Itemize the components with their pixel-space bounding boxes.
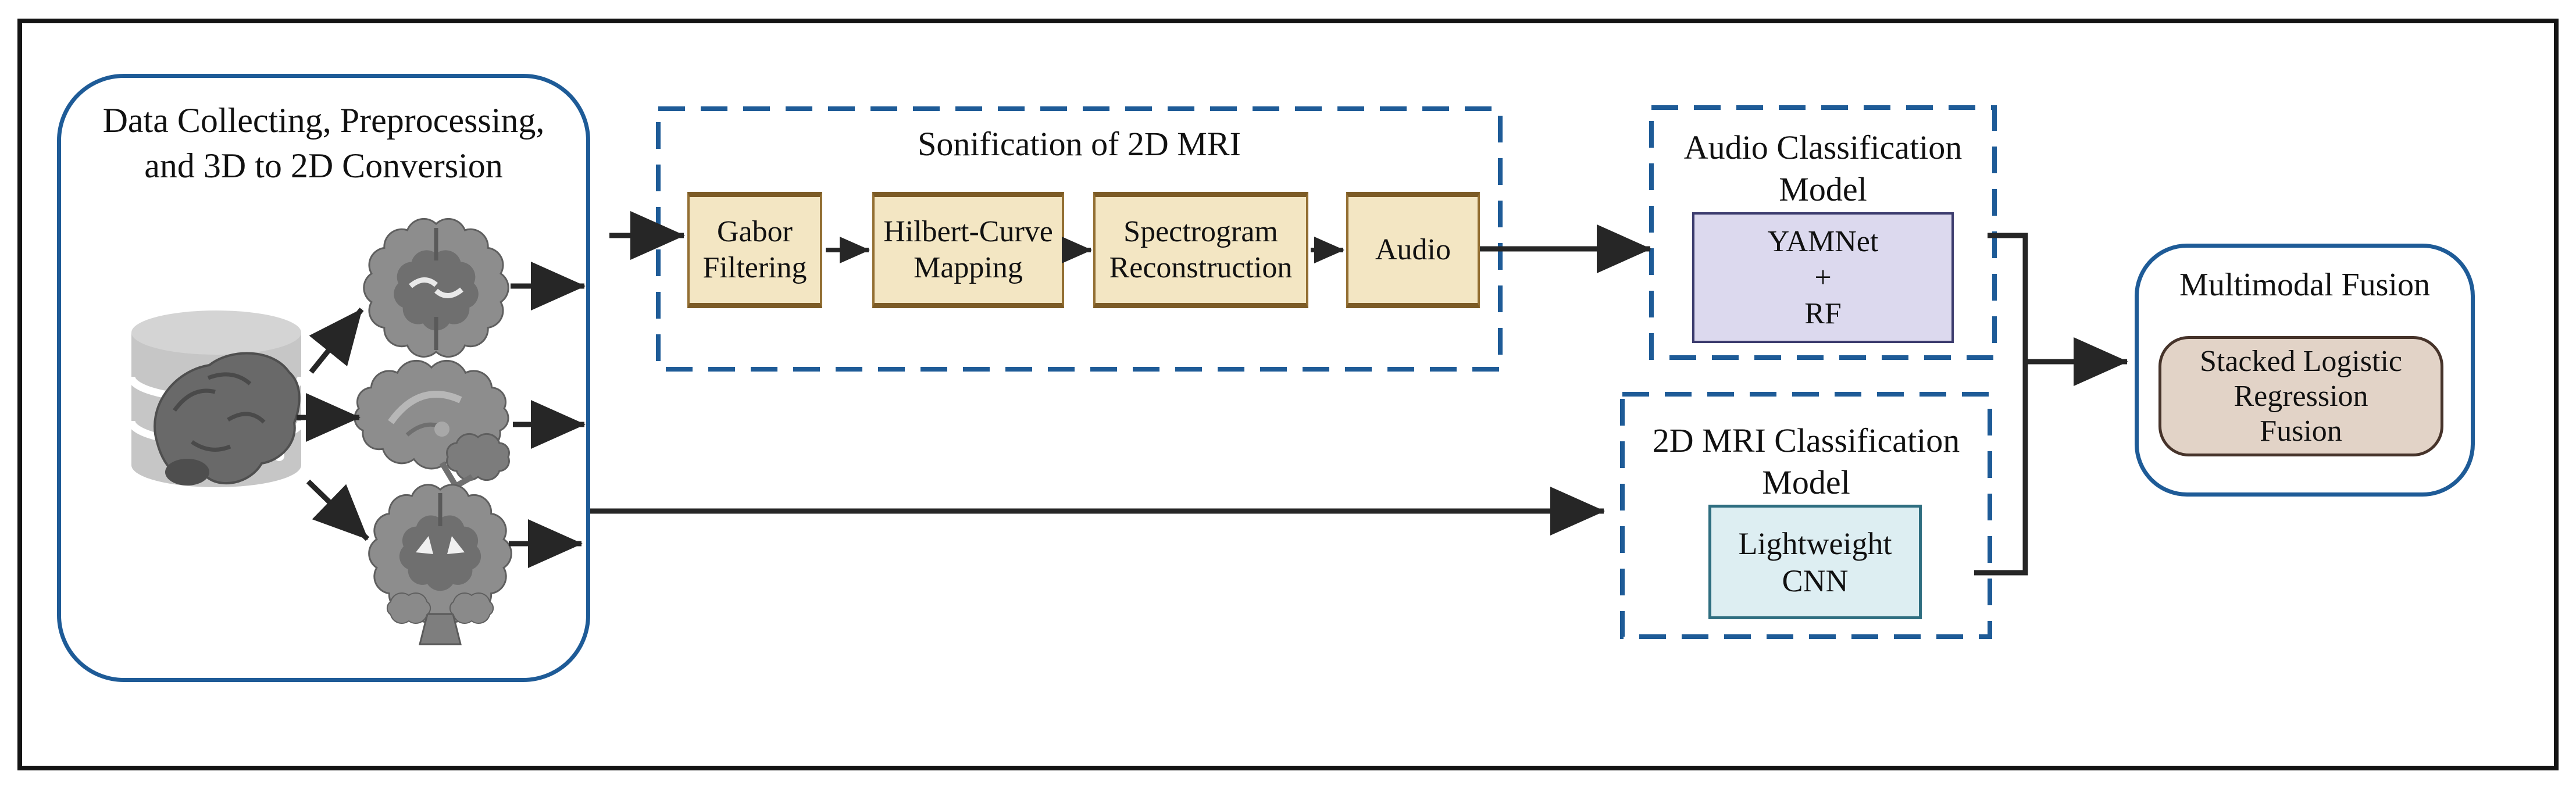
step-label-line: Hilbert-Curve — [883, 215, 1053, 248]
data-collection-title: Data Collecting, Preprocessing, and 3D t… — [57, 98, 590, 188]
mri-model-title: 2D MRI Classification Model — [1622, 420, 1990, 504]
step-label-line: Filtering — [702, 251, 807, 284]
plus-label: + — [1814, 260, 1832, 294]
step-spectrogram-reconstruction: Spectrogram Reconstruction — [1093, 192, 1308, 308]
cnn-label-line1: Lightweight — [1738, 526, 1892, 561]
step-gabor-filtering: Gabor Filtering — [687, 192, 822, 308]
audio-model-title: Audio Classification Model — [1651, 127, 1995, 210]
lightweight-cnn-box: Lightweight CNN — [1708, 505, 1922, 619]
cnn-label-line2: CNN — [1782, 563, 1849, 598]
sonification-title: Sonification of 2D MRI — [918, 125, 1241, 163]
data-collection-title-line2: and 3D to 2D Conversion — [144, 147, 503, 185]
data-collection-title-line1: Data Collecting, Preprocessing, — [102, 101, 545, 140]
mri-model-title-line2: Model — [1762, 463, 1850, 501]
audio-model-title-line1: Audio Classification — [1683, 128, 1963, 166]
stacked-label-line1: Stacked Logistic — [2199, 344, 2403, 378]
yamnet-rf-box: YAMNet + RF — [1692, 212, 1954, 343]
outer-border — [17, 19, 2559, 770]
yamnet-label: YAMNet — [1767, 224, 1879, 258]
step-label-line: Gabor — [717, 215, 793, 248]
multimodal-fusion-title: Multimodal Fusion — [2179, 267, 2430, 303]
step-hilbert-curve-mapping: Hilbert-Curve Mapping — [872, 192, 1064, 308]
step-label-line: Spectrogram — [1123, 215, 1278, 248]
step-label-line: Reconstruction — [1109, 251, 1293, 284]
rf-label: RF — [1804, 297, 1842, 330]
stacked-logistic-regression-box: Stacked Logistic Regression Fusion — [2158, 336, 2443, 456]
step-audio: Audio — [1346, 192, 1480, 308]
audio-model-title-line2: Model — [1779, 170, 1867, 208]
step-label-line: Mapping — [914, 251, 1023, 284]
stacked-label-line3: Fusion — [2260, 414, 2342, 448]
mri-model-title-line1: 2D MRI Classification — [1652, 422, 1960, 459]
step-label-line: Audio — [1375, 233, 1451, 266]
stacked-label-line2: Regression — [2234, 379, 2368, 413]
